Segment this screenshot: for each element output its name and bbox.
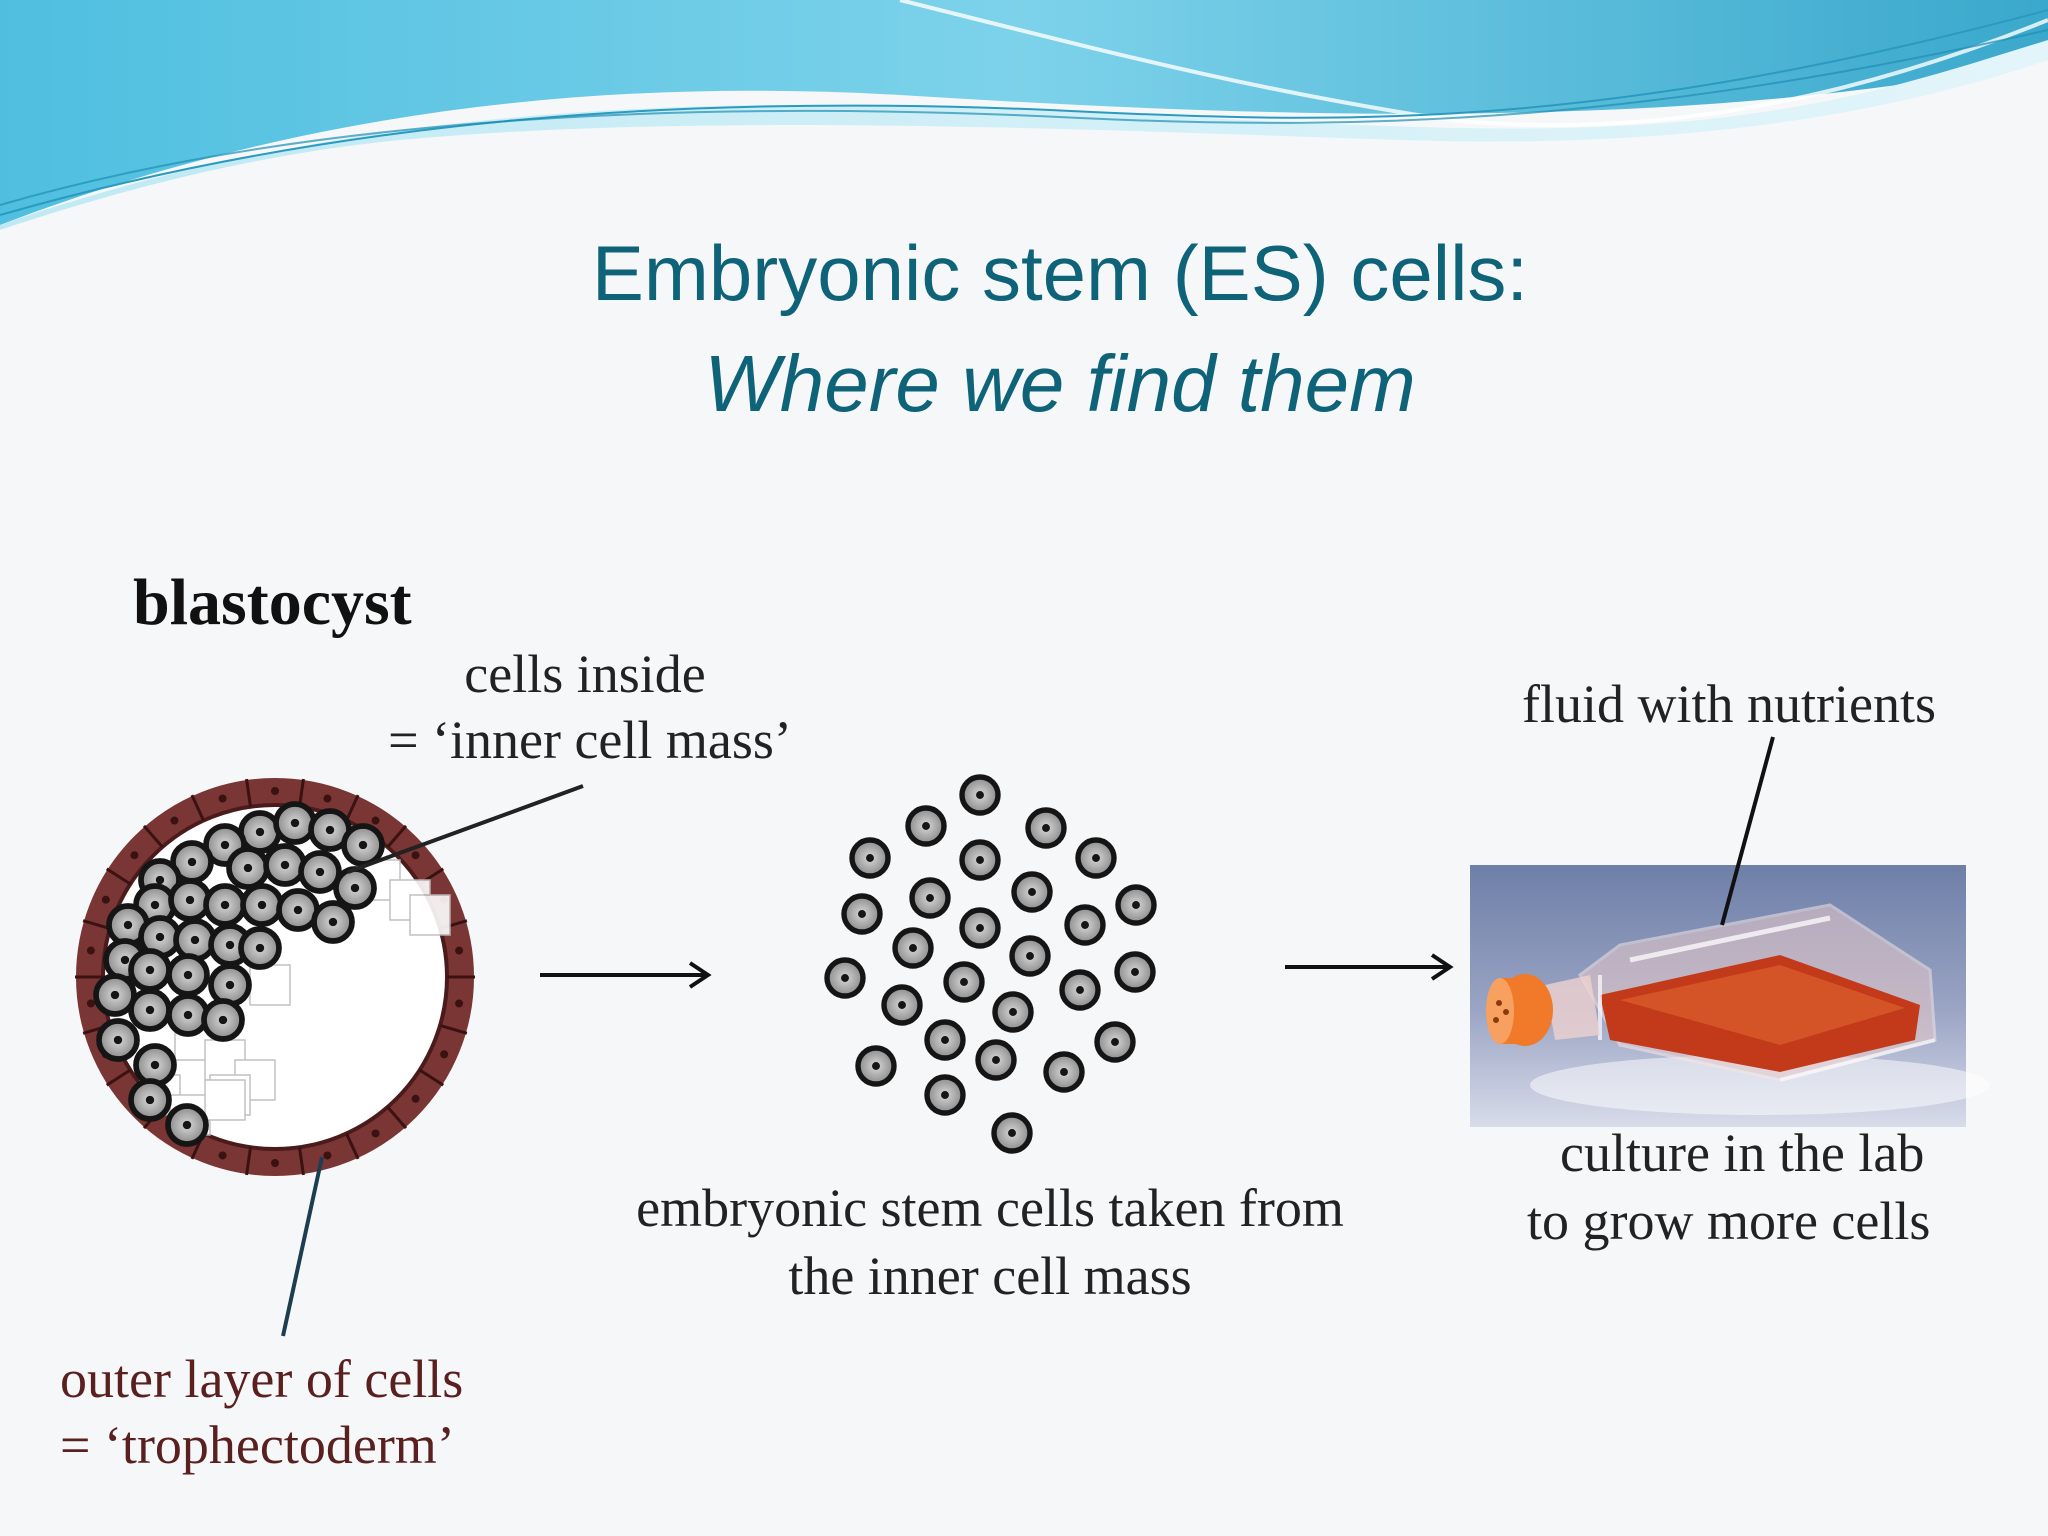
es-cell — [1025, 807, 1067, 849]
slide-subtitle: Where we find them — [704, 339, 1416, 428]
es-cell — [992, 991, 1034, 1033]
es-cells-label-line1: embryonic stem cells taken from — [636, 1178, 1344, 1238]
es-cell — [1009, 935, 1051, 977]
es-cell — [1094, 1021, 1136, 1063]
inner-cell-mass-cell — [96, 1018, 140, 1062]
fluid-label: fluid with nutrients — [1522, 674, 1936, 734]
es-cell — [959, 774, 1001, 816]
es-cell — [841, 893, 883, 935]
es-cell — [881, 984, 923, 1026]
es-cell — [959, 907, 1001, 949]
es-cell — [892, 927, 934, 969]
slide-title: Embryonic stem (ES) cells: — [591, 229, 1529, 317]
inner-cell-mass-cell — [93, 973, 137, 1017]
es-cells-label-line2: the inner cell mass — [788, 1246, 1192, 1306]
inner-cell-mass-cell — [273, 801, 317, 845]
es-cell — [959, 839, 1001, 881]
es-cell — [905, 805, 947, 847]
es-cell — [991, 1112, 1033, 1154]
es-cell — [909, 877, 951, 919]
es-cell — [924, 1074, 966, 1116]
inner-cell-mass-label-line1: cells inside — [464, 644, 706, 704]
inner-cell-mass-cell — [166, 953, 210, 997]
es-cell — [943, 961, 985, 1003]
es-cell — [1115, 884, 1157, 926]
es-cell — [824, 957, 866, 999]
es-cell — [924, 1019, 966, 1061]
inner-cell-mass-cell — [311, 900, 355, 944]
es-cell — [1059, 969, 1101, 1011]
inner-cell-mass-cell — [208, 963, 252, 1007]
culture-label-line2: to grow more cells — [1527, 1191, 1931, 1251]
inner-cell-mass-cell — [166, 993, 210, 1037]
es-cell — [849, 837, 891, 879]
wave-banner — [0, 0, 2048, 230]
inner-cell-mass-cell — [128, 988, 172, 1032]
fluid-pointer — [1720, 736, 1775, 926]
es-cell — [1075, 837, 1117, 879]
arrow-to-es-cells — [540, 961, 712, 989]
trophectoderm-label-line1: outer layer of cells — [60, 1349, 464, 1409]
inner-cell-mass-cell — [201, 998, 245, 1042]
trophectoderm-label-line2: = ‘trophectoderm’ — [60, 1415, 455, 1475]
culture-flask-photo — [1470, 865, 1990, 1127]
inner-cell-mass-cell — [203, 823, 247, 867]
inner-cell-mass-cell — [203, 883, 247, 927]
inner-cell-mass-label-line2: = ‘inner cell mass’ — [388, 710, 792, 770]
inner-cell-mass-cell — [226, 846, 270, 890]
culture-label-line1: culture in the lab — [1560, 1123, 1925, 1183]
es-cell-cluster — [824, 774, 1157, 1154]
inner-cell-mass-cell — [128, 1078, 172, 1122]
es-cell — [855, 1045, 897, 1087]
inner-cell-mass-cell — [133, 1043, 177, 1087]
es-cell — [1043, 1051, 1085, 1093]
es-cell — [975, 1039, 1017, 1081]
inner-cell-mass-cell — [173, 918, 217, 962]
inner-cell-mass-cell — [341, 823, 385, 867]
es-cell — [1011, 871, 1053, 913]
inner-cell-mass-pointer — [347, 784, 584, 874]
blastocyst-label: blastocyst — [133, 566, 412, 639]
inner-cell-mass-cell — [165, 1103, 209, 1147]
inner-cell-mass-cell — [333, 866, 377, 910]
inner-cell-mass-cell — [298, 850, 342, 894]
inner-cell-mass-cell — [168, 878, 212, 922]
trophectoderm-pointer — [281, 1156, 324, 1337]
inner-cell-mass-cell — [128, 948, 172, 992]
blastocyst-diagram — [75, 778, 475, 1176]
arrow-to-culture — [1285, 953, 1454, 981]
es-cell — [1114, 951, 1156, 993]
es-cell — [1064, 904, 1106, 946]
inner-cell-mass-cell — [240, 883, 284, 927]
inner-cell-mass-cell — [263, 843, 307, 887]
inner-cell-mass-cell — [238, 926, 282, 970]
